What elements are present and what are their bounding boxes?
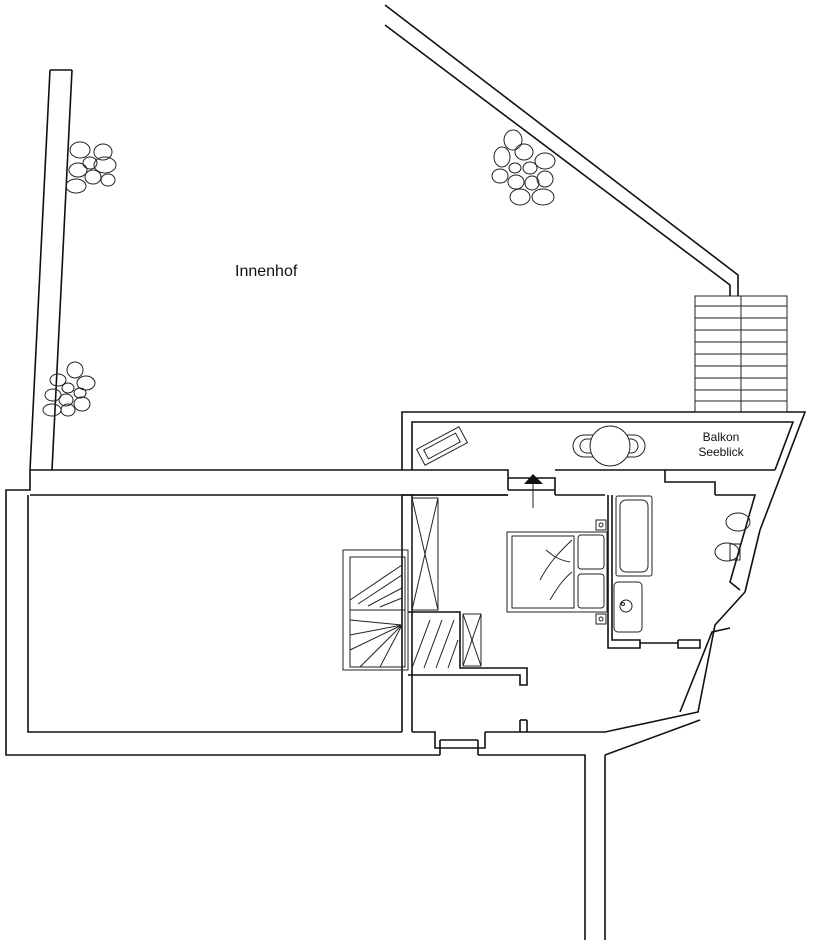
sink-icon	[613, 581, 643, 633]
stone-cluster-icon	[42, 361, 96, 417]
balcony-label-line1: Balkon	[703, 430, 740, 444]
entrance-arrow-icon	[524, 474, 543, 508]
bottom-lane-wall	[478, 719, 701, 940]
stone-cluster-icon	[491, 129, 556, 206]
toilet-icon	[714, 512, 751, 562]
courtyard-wall	[30, 469, 509, 496]
bed-icon	[506, 519, 608, 625]
courtyard-label: Innenhof	[235, 263, 298, 280]
bathtub-icon	[615, 495, 653, 577]
table-icon	[572, 425, 646, 467]
lounger-icon	[415, 426, 469, 466]
diagonal-boundary-wall	[384, 4, 739, 296]
stone-cluster-icon	[65, 141, 117, 194]
building-walls	[27, 411, 807, 755]
stairs-icon	[342, 497, 482, 671]
balcony-stairs-icon	[694, 295, 788, 413]
balcony-label-line2: Seeblick	[698, 445, 744, 459]
left-boundary-wall	[5, 69, 440, 756]
